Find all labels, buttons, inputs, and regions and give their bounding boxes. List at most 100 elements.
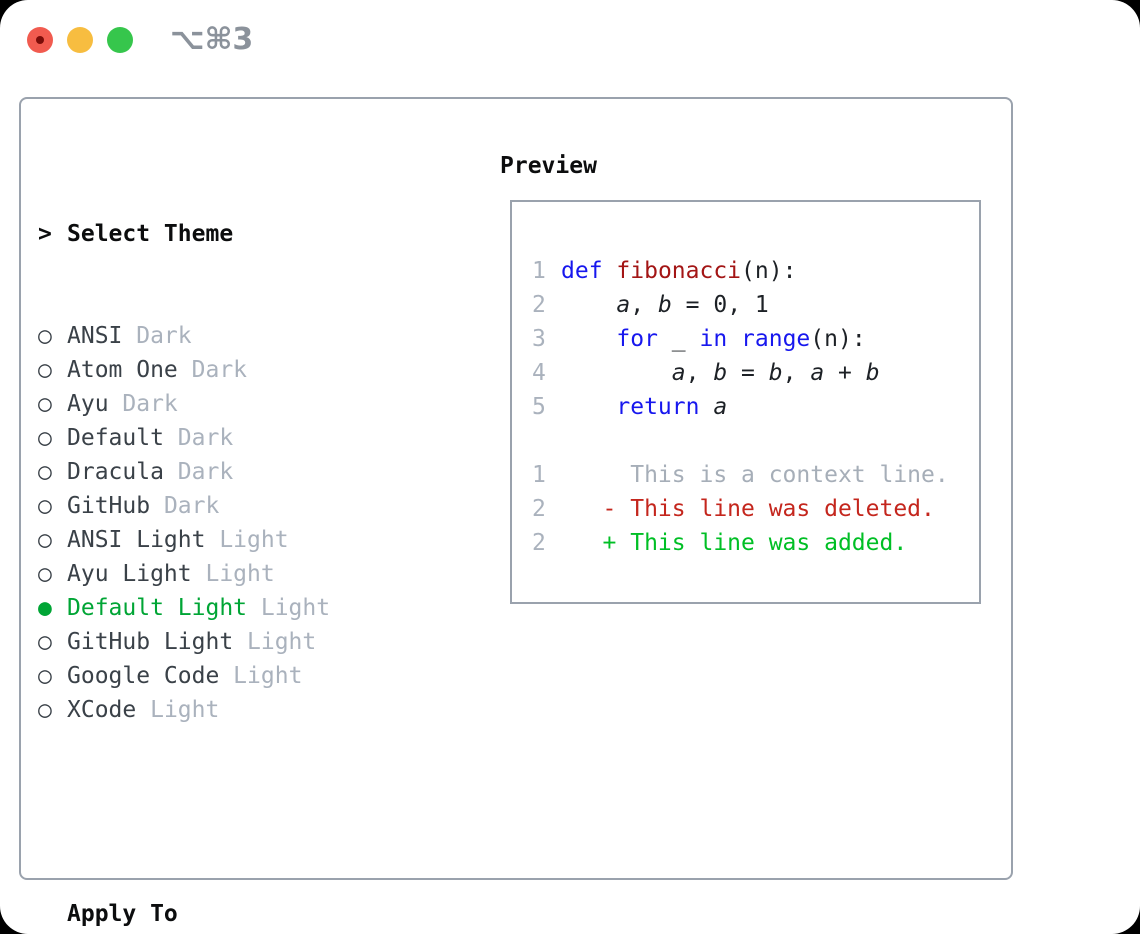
preview-line	[532, 424, 979, 458]
close-button[interactable]	[27, 27, 53, 53]
titlebar: ⌥⌘3	[0, 0, 1140, 70]
theme-item-google-code[interactable]: ○ Google Code Light	[38, 659, 426, 693]
radio-unselected-icon: ○	[38, 391, 52, 417]
code-segment-plain: ,	[685, 360, 714, 386]
radio-unselected-icon: ○	[38, 629, 52, 655]
code-segment-plain	[561, 360, 672, 386]
code-segment-plain	[727, 326, 741, 352]
preview-line: 2 + This line was added.	[532, 526, 979, 560]
apply-to-title: Apply To	[67, 901, 178, 927]
code-segment-plain: ,	[782, 360, 811, 386]
theme-item-xcode[interactable]: ○XCode Light	[38, 693, 426, 727]
preview-line: 2 a, b = 0, 1	[532, 288, 979, 322]
radio-unselected-icon: ○	[38, 663, 52, 689]
theme-item-dracula[interactable]: ○ Dracula Dark	[38, 455, 426, 489]
theme-item-ansi[interactable]: ○ANSI Dark	[38, 319, 426, 353]
line-number: 1	[532, 462, 546, 488]
theme-item-label: GitHub Light	[67, 629, 234, 655]
theme-item-label: XCode	[67, 697, 137, 723]
theme-item-variant: Dark	[163, 459, 234, 485]
select-theme-title: Select Theme	[67, 221, 234, 247]
minimize-button[interactable]	[67, 27, 93, 53]
theme-item-label: Dracula	[67, 459, 164, 485]
code-segment-kw: def	[561, 258, 603, 284]
theme-item-github-light[interactable]: ○ GitHub Light Light	[38, 625, 426, 659]
theme-item-label: ANSI	[67, 323, 123, 349]
preview-line: 1 def fibonacci(n):	[532, 254, 979, 288]
theme-item-label: GitHub	[67, 493, 151, 519]
preview-line: 1 This is a context line.	[532, 458, 979, 492]
code-segment-var: b	[865, 360, 880, 386]
code-segment-add: + This line was added.	[561, 530, 908, 556]
code-segment-var: b	[713, 360, 728, 386]
radio-unselected-icon: ○	[38, 459, 52, 485]
theme-item-variant: Light	[219, 663, 303, 689]
theme-item-label: Default	[67, 425, 164, 451]
preview-line: 4 a, b = b, a + b	[532, 356, 979, 390]
theme-item-variant: Dark	[163, 425, 234, 451]
code-segment-plain	[561, 292, 616, 318]
code-segment-ctx: This is a context line.	[561, 462, 949, 488]
code-segment-plain	[699, 394, 713, 420]
theme-item-variant: Light	[247, 595, 331, 621]
theme-item-variant: Light	[136, 697, 220, 723]
code-segment-kw: for	[616, 326, 658, 352]
theme-item-variant: Dark	[150, 493, 220, 519]
line-number: 1	[532, 258, 546, 284]
apply-to-header-row: Apply To	[38, 897, 426, 931]
code-segment-var: a	[810, 360, 825, 386]
theme-item-github[interactable]: ○ GitHub Dark	[38, 489, 426, 523]
theme-item-label: Ayu Light	[67, 561, 192, 587]
line-number: 2	[532, 496, 546, 522]
preview-line: 2 - This line was deleted.	[532, 492, 979, 526]
code-segment-kw: range	[741, 326, 811, 352]
code-segment-kw: return	[616, 394, 700, 420]
radio-unselected-icon: ○	[38, 527, 52, 553]
select-theme-header-row: > Select Theme	[38, 217, 426, 251]
code-segment-plain: _	[657, 326, 700, 352]
theme-item-variant: Light	[205, 527, 289, 553]
radio-unselected-icon: ○	[38, 493, 52, 519]
code-segment-plain: =	[727, 360, 769, 386]
code-segment-plain	[603, 258, 617, 284]
code-segment-kw: in	[699, 326, 728, 352]
code-segment-plain: = 0, 1	[671, 292, 769, 318]
radio-unselected-icon: ○	[38, 357, 52, 383]
theme-item-default-light[interactable]: ● Default Light Light	[38, 591, 426, 625]
theme-item-label: Atom One	[67, 357, 178, 383]
preview-line: 5 return a	[532, 390, 979, 424]
preview-line: 3 for _ in range(n):	[532, 322, 979, 356]
theme-item-label: Google Code	[67, 663, 220, 689]
code-segment-plain: ,	[630, 292, 658, 318]
theme-item-label: Default Light	[67, 595, 248, 621]
zoom-button[interactable]	[107, 27, 133, 53]
theme-item-ayu-light[interactable]: ○Ayu Light Light	[38, 557, 426, 591]
code-segment-plain: (n):	[741, 258, 797, 284]
line-number: 5	[532, 394, 546, 420]
code-segment-del: - This line was deleted.	[561, 496, 935, 522]
theme-item-label: Ayu	[67, 391, 109, 417]
theme-item-ansi-light[interactable]: ○ ANSI Light Light	[38, 523, 426, 557]
line-number: 2	[532, 530, 546, 556]
code-segment-var: a	[713, 394, 728, 420]
radio-selected-icon: ●	[38, 595, 52, 621]
radio-unselected-icon: ○	[38, 425, 52, 451]
theme-item-default[interactable]: ○ Default Dark	[38, 421, 426, 455]
line-number: 4	[532, 360, 546, 386]
code-segment-fn: fibonacci	[616, 258, 742, 284]
prompt-caret-icon: >	[38, 221, 52, 247]
theme-item-variant: Dark	[108, 391, 178, 417]
line-number: 3	[532, 326, 546, 352]
theme-selector-column: >Select Theme ○ANSI Dark○Atom One Dark○A…	[38, 149, 426, 934]
code-segment-var: b	[768, 360, 783, 386]
code-segment-plain	[561, 326, 616, 352]
theme-item-label: ANSI Light	[67, 527, 206, 553]
theme-item-variant: Dark	[122, 323, 192, 349]
theme-list: ○ANSI Dark○Atom One Dark○Ayu Dark○Defaul…	[38, 319, 426, 727]
code-segment-var: b	[657, 292, 672, 318]
theme-item-ayu[interactable]: ○ Ayu Dark	[38, 387, 426, 421]
theme-item-variant: Light	[233, 629, 317, 655]
code-segment-var: a	[671, 360, 686, 386]
theme-item-atom-one[interactable]: ○Atom One Dark	[38, 353, 426, 387]
